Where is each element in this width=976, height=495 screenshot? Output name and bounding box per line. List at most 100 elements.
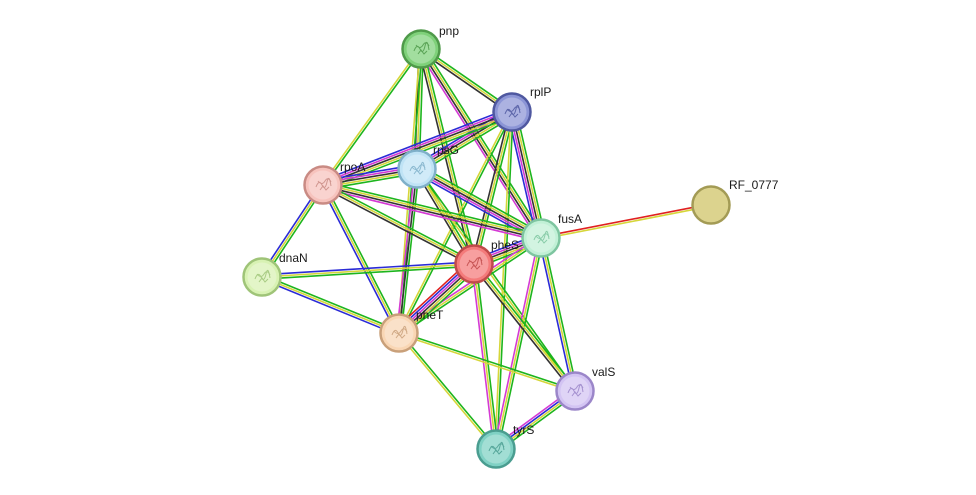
edge-rpoA-pheT[interactable]	[320, 183, 402, 335]
edge-pheS-dnaN[interactable]	[261, 261, 475, 280]
edge-line-black	[398, 168, 418, 334]
edge-pnp-fusA[interactable]	[417, 46, 545, 241]
node-circle	[691, 185, 731, 225]
node-circle	[555, 371, 595, 411]
node-RF_0777[interactable]: RF_0777	[691, 178, 779, 225]
protein-structure-icon	[254, 269, 271, 283]
node-pheS[interactable]: pheS	[454, 238, 520, 284]
edge-line-red	[539, 203, 712, 238]
edge-pnp-rpoA[interactable]	[321, 47, 423, 187]
edge-line-magenta	[509, 111, 540, 240]
edge-rplP-pheS[interactable]	[471, 110, 515, 266]
edge-line-blue	[260, 278, 399, 336]
edge-line-green	[422, 47, 477, 265]
edge-line-green	[542, 236, 578, 392]
node-circle	[492, 92, 532, 132]
edge-rpoA-fusA[interactable]	[321, 180, 543, 243]
edge-fusA-tyrS[interactable]	[493, 236, 544, 451]
node-label: fusA	[558, 212, 582, 226]
edge-line-yellow	[397, 332, 496, 451]
edge-line-green	[515, 110, 547, 238]
node-tyrS[interactable]: tyrS	[476, 423, 535, 469]
protein-structure-icon	[391, 325, 408, 339]
edge-rpoA-pheS[interactable]	[321, 182, 476, 267]
edge-line-black	[321, 186, 474, 267]
edge-line-green	[400, 168, 420, 335]
edge-line-magenta	[321, 109, 513, 184]
edge-line-green	[475, 262, 499, 450]
edge-line-yellow	[540, 237, 576, 392]
edge-pheT-valS[interactable]	[397, 331, 577, 393]
node-label: pnp	[439, 24, 459, 38]
edge-line-green	[422, 46, 545, 238]
edge-line-green	[417, 167, 577, 392]
node-valS[interactable]: valS	[555, 365, 616, 411]
edge-line-magenta	[417, 49, 540, 241]
edge-rpsG-valS[interactable]	[415, 167, 577, 393]
node-label: pheT	[416, 308, 444, 322]
node-rpsG[interactable]: rpsG	[397, 143, 460, 189]
node-label: rpsG	[433, 143, 459, 157]
protein-structure-icon	[533, 230, 550, 244]
edge-line-yellow	[398, 237, 542, 334]
node-dnaN[interactable]: dnaN	[242, 251, 308, 297]
edge-line-green	[474, 261, 578, 391]
edge-line-black	[471, 110, 511, 265]
edge-line-yellow	[261, 263, 475, 278]
node-highlight	[497, 97, 527, 127]
node-rpoA[interactable]: rpoA	[303, 160, 366, 205]
edge-fusA-RF_0777[interactable]	[539, 203, 713, 240]
edge-line-green	[323, 182, 476, 263]
node-label: RF_0777	[729, 178, 779, 192]
protein-structure-icon	[409, 161, 426, 175]
node-label: rpoA	[340, 160, 365, 174]
edge-pheT-tyrS[interactable]	[397, 331, 498, 451]
edge-line-yellow	[473, 263, 497, 450]
edge-line-yellow	[417, 166, 543, 237]
node-highlight	[247, 262, 277, 292]
edge-dnaN-pheT[interactable]	[260, 274, 401, 336]
node-fusA[interactable]: fusA	[521, 212, 583, 258]
edge-rpsG-fusA[interactable]	[414, 164, 544, 243]
edge-line-green	[418, 164, 544, 235]
edge-line-magenta	[471, 263, 495, 451]
edge-line-green	[497, 237, 544, 451]
node-label: dnaN	[279, 251, 308, 265]
protein-structure-icon	[466, 256, 483, 270]
node-circle	[476, 429, 516, 469]
edge-fusA-pheT[interactable]	[396, 235, 544, 336]
edge-line-green	[418, 48, 424, 170]
edge-line-yellow	[321, 47, 421, 186]
node-circle	[401, 29, 441, 69]
node-circle	[242, 257, 282, 297]
edge-line-yellow	[513, 110, 544, 239]
edge-line-yellow	[473, 111, 513, 265]
edge-line-yellow	[421, 47, 543, 239]
node-highlight	[459, 249, 489, 279]
edge-line-magenta	[493, 236, 540, 450]
edge-line-yellow	[397, 333, 576, 393]
node-layer: pnp rplP rpsG rpoA RF_0777 fusA pheS dnaN pheT va…	[242, 24, 779, 469]
edge-line-yellow	[322, 183, 543, 238]
edge-line-green	[399, 331, 498, 450]
edge-line-green	[262, 274, 401, 332]
node-pnp[interactable]: pnp	[401, 24, 460, 69]
edge-layer	[259, 46, 713, 453]
edge-pheS-valS[interactable]	[471, 261, 578, 394]
node-rplP[interactable]: rplP	[492, 85, 552, 132]
protein-structure-icon	[315, 177, 332, 191]
edge-line-black	[471, 264, 575, 394]
edge-rplP-tyrS[interactable]	[494, 111, 514, 450]
edge-line-black	[416, 168, 542, 239]
edge-line-black	[321, 185, 542, 240]
node-pheT[interactable]: pheT	[379, 308, 445, 353]
edge-fusA-valS[interactable]	[538, 236, 578, 393]
node-highlight	[308, 170, 338, 200]
edge-line-yellow	[473, 263, 576, 392]
edge-line-blue	[320, 107, 512, 182]
edge-line-blue	[320, 185, 398, 335]
edge-rpsG-pheT[interactable]	[396, 167, 420, 335]
edge-pheS-tyrS[interactable]	[471, 262, 499, 451]
edge-line-yellow	[397, 110, 512, 334]
edge-line-blue	[538, 237, 574, 393]
